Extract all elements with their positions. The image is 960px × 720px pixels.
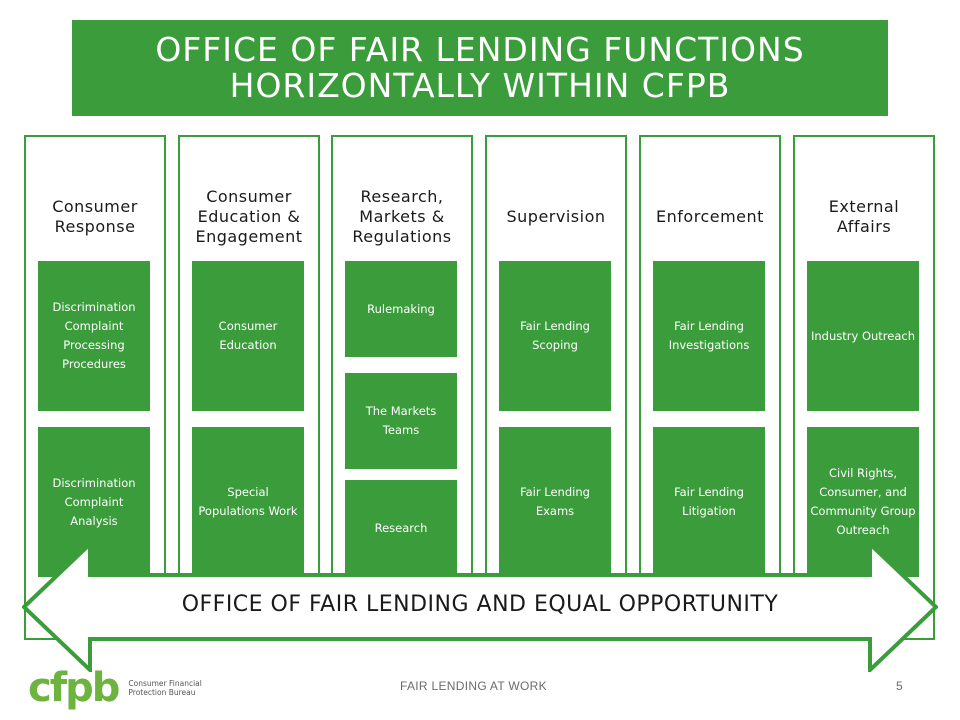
column-header: Consumer Response (52, 197, 138, 236)
function-box: The Markets Teams (345, 373, 457, 469)
function-box: Consumer Education (192, 261, 304, 411)
title-banner: OFFICE OF FAIR LENDING FUNCTIONS HORIZON… (72, 20, 888, 116)
column-external-affairs: External Affairs Industry Outreach Civil… (793, 135, 935, 640)
logo-text-line-2: Protection Bureau (128, 688, 196, 697)
column-consumer-education: Consumer Education & Engagement Consumer… (178, 135, 320, 640)
function-box: Rulemaking (345, 261, 457, 357)
double-arrow-shape (22, 542, 938, 672)
double-arrow (22, 542, 938, 672)
function-box: Fair Lending Exams (499, 427, 611, 577)
function-box: Fair Lending Litigation (653, 427, 765, 577)
column-header: Enforcement (656, 207, 764, 226)
function-box: Special Populations Work (192, 427, 304, 577)
cfpb-logo: cfpb Consumer Financial Protection Burea… (28, 668, 202, 708)
column-research-markets-regulations: Research, Markets & Regulations Rulemaki… (331, 135, 473, 640)
title-line-1: OFFICE OF FAIR LENDING FUNCTIONS (155, 30, 805, 69)
column-header: Supervision (506, 207, 606, 226)
function-box: Industry Outreach (807, 261, 919, 411)
logo-text-line-1: Consumer Financial (128, 679, 202, 688)
column-consumer-response: Consumer Response Discrimination Complai… (24, 135, 166, 640)
arrow-label: OFFICE OF FAIR LENDING AND EQUAL OPPORTU… (181, 592, 779, 617)
page-number: 5 (896, 679, 903, 693)
column-header: Consumer Education & Engagement (195, 187, 303, 246)
function-box: Fair Lending Scoping (499, 261, 611, 411)
function-box: Discrimination Complaint Processing Proc… (38, 261, 150, 411)
function-box: Civil Rights, Consumer, and Community Gr… (807, 427, 919, 577)
column-header: Research, Markets & Regulations (352, 187, 452, 246)
column-supervision: Supervision Fair Lending Scoping Fair Le… (485, 135, 627, 640)
logo-mark: cfpb (28, 665, 120, 711)
footer-text: FAIR LENDING AT WORK (400, 679, 547, 693)
logo-text: Consumer Financial Protection Bureau (128, 679, 201, 697)
column-header: External Affairs (828, 197, 900, 236)
function-box: Discrimination Complaint Analysis (38, 427, 150, 577)
function-box: Fair Lending Investigations (653, 261, 765, 411)
title-line-2: HORIZONTALLY WITHIN CFPB (229, 66, 731, 105)
function-box: Research (345, 480, 457, 576)
